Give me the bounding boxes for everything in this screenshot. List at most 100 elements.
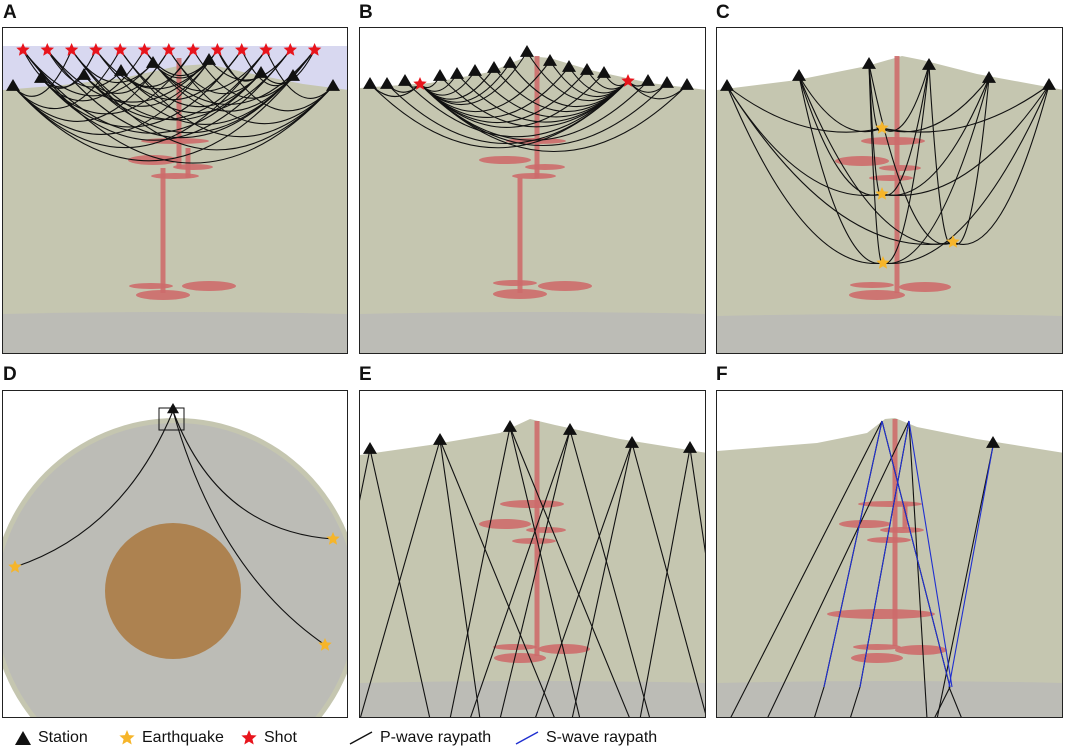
p-wave-raypath xyxy=(22,49,262,134)
p-wave-raypath xyxy=(952,84,1050,245)
legend-p-wave: P-wave raypath xyxy=(348,729,491,747)
magma-sill xyxy=(853,644,901,650)
p-wave-raypath xyxy=(14,410,174,568)
shot-icon xyxy=(137,43,152,56)
station-icon xyxy=(680,78,694,90)
station-icon xyxy=(286,69,300,81)
p-wave-raypath xyxy=(22,49,334,164)
magma-sill xyxy=(512,173,556,179)
magma-sill xyxy=(895,645,947,655)
magma-conduit xyxy=(894,56,900,293)
p-wave-raypath xyxy=(369,448,431,717)
mantle-layer xyxy=(3,312,347,353)
magma-sill xyxy=(173,164,213,170)
p-wave-raypath xyxy=(850,686,861,717)
shot-icon xyxy=(235,43,249,56)
magma-sill xyxy=(869,175,913,181)
mantle-layer xyxy=(717,681,1062,717)
p-wave-raypath xyxy=(639,447,691,717)
station-icon xyxy=(503,56,517,68)
p-wave-raypath xyxy=(767,420,910,717)
shot-icon xyxy=(162,43,176,56)
p-wave-raypath xyxy=(216,49,334,112)
crust-layer xyxy=(717,418,1062,717)
p-wave-raypath xyxy=(726,85,954,245)
magma-sill xyxy=(538,281,592,291)
panel-c-diagram xyxy=(717,56,1062,353)
panel-d-teleseismic-globe xyxy=(2,390,348,718)
station-icon xyxy=(1042,78,1056,90)
legend-earthquake: Earthquake xyxy=(118,729,224,747)
shot-icon xyxy=(413,77,427,90)
p-wave-raypath xyxy=(386,80,629,145)
station-icon xyxy=(326,79,340,91)
station-icon xyxy=(683,441,697,453)
p-wave-raypath xyxy=(798,75,884,264)
p-wave-raypath xyxy=(814,686,825,717)
magma-sill xyxy=(858,501,922,507)
p-wave-raypath xyxy=(730,420,883,717)
p-wave-raypath xyxy=(726,85,883,133)
magma-sill xyxy=(867,537,911,543)
shot-icon xyxy=(186,43,200,56)
p-wave-raypath xyxy=(509,426,581,717)
s-wave-raypath xyxy=(908,420,953,688)
magma-sill xyxy=(849,290,905,300)
p-wave-raypath xyxy=(360,439,441,717)
p-wave-raypath xyxy=(881,77,990,133)
panel-b-active-source-land xyxy=(359,27,706,354)
magma-sill xyxy=(851,653,903,663)
magma-conduit xyxy=(534,56,540,178)
p-wave-raypath xyxy=(439,439,481,717)
p-wave-raypath xyxy=(152,49,267,92)
p-wave-raypath xyxy=(265,49,334,99)
panel-b-diagram xyxy=(360,45,705,353)
magma-sill xyxy=(899,282,951,292)
earthquake-icon xyxy=(326,532,340,545)
earthquake-icon xyxy=(318,638,332,651)
station-icon xyxy=(862,57,876,69)
shot-icon xyxy=(210,43,225,56)
legend-shot: Shot xyxy=(240,729,297,747)
station-icon xyxy=(450,67,464,79)
p-wave-raypath xyxy=(168,49,334,125)
p-wave-raypath xyxy=(12,49,267,149)
station-icon xyxy=(982,71,996,83)
s-wave-raypath xyxy=(859,420,910,688)
shot-icon xyxy=(307,43,322,56)
p-wave-raypath xyxy=(499,429,571,717)
legend-earthquake-label: Earthquake xyxy=(142,729,224,747)
station-icon xyxy=(398,74,412,86)
shot-star-icon xyxy=(241,730,257,745)
magma-conduit xyxy=(517,178,523,293)
magma-sill xyxy=(493,280,537,286)
p-wave-raypath xyxy=(571,442,633,717)
shot-icon xyxy=(40,43,54,56)
earthquake-star-icon xyxy=(119,730,135,745)
station-icon xyxy=(6,79,20,91)
p-wave-raypath xyxy=(83,49,218,107)
earthquake-icon xyxy=(876,256,890,269)
shot-icon xyxy=(16,43,30,56)
magma-sill xyxy=(493,644,537,650)
legend-p-wave-label: P-wave raypath xyxy=(380,729,492,746)
shot-icon xyxy=(89,43,103,56)
p-wave-raypath xyxy=(404,80,629,138)
station-icon xyxy=(922,58,936,70)
p-wave-raypath xyxy=(360,448,371,501)
station-triangle-icon xyxy=(15,730,31,745)
panel-e-teleseismic-p xyxy=(359,390,706,718)
magma-sill xyxy=(500,500,564,508)
mantle-layer xyxy=(360,312,705,353)
p-wave-raypath xyxy=(569,429,651,717)
panel-label-a: A xyxy=(3,2,17,23)
station-icon xyxy=(641,74,655,86)
magma-sill xyxy=(839,520,891,528)
earthquake-icon xyxy=(8,560,22,573)
shot-icon xyxy=(621,74,635,87)
p-wave-raypath xyxy=(689,447,705,554)
magma-conduit xyxy=(902,503,908,529)
s-wave-raypath xyxy=(948,445,994,688)
panel-e-diagram xyxy=(360,419,705,717)
p-wave-raypath xyxy=(509,426,630,717)
